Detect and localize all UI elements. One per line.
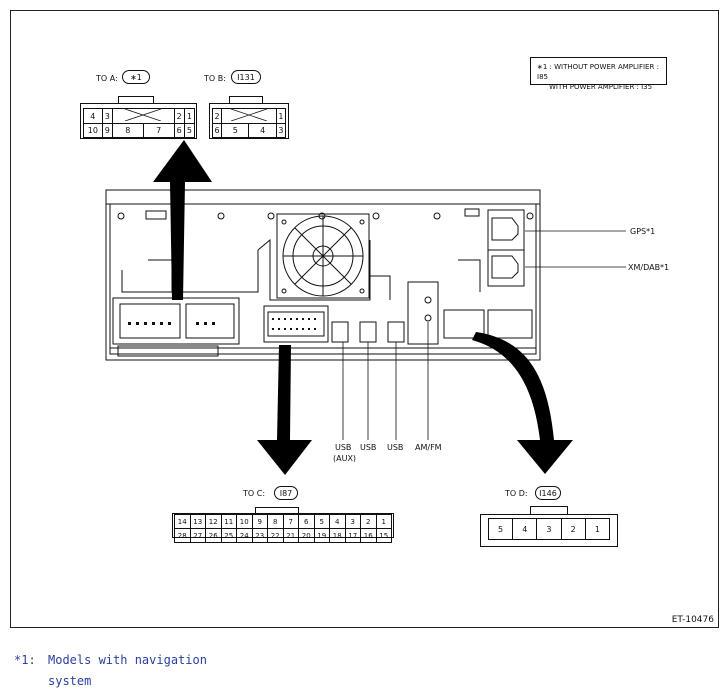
connector-d-body xyxy=(480,514,618,547)
connector-b-label: TO B: xyxy=(204,74,226,83)
amfm-label: AM/FM xyxy=(415,443,442,452)
connector-a-id: ∗1 xyxy=(122,70,150,84)
note-line-1: ∗1 : WITHOUT POWER AMPLIFIER : I85 xyxy=(537,63,659,81)
connector-a-b-housing xyxy=(112,297,240,345)
xm-dab-label: XM/DAB*1 xyxy=(628,263,670,272)
diagram-frame xyxy=(10,10,719,628)
pin: 26 xyxy=(205,528,222,543)
pin: 17 xyxy=(344,528,361,543)
pin: 3 xyxy=(344,514,361,529)
pin: 8 xyxy=(267,514,284,529)
pin: 11 xyxy=(220,514,237,529)
arrow-up-icon xyxy=(153,140,212,300)
gps-jack xyxy=(487,209,525,251)
screw-icon xyxy=(117,212,125,220)
figure-code: ET-10476 xyxy=(671,615,714,625)
pin: 14 xyxy=(174,514,191,529)
gps-label: GPS*1 xyxy=(630,227,656,236)
pin: 22 xyxy=(267,528,284,543)
connector-d-housing xyxy=(443,309,485,339)
pin: 1 xyxy=(584,518,611,540)
connector-a-pins: 4 3 2 1 10 9 8 7 6 5 xyxy=(83,108,196,138)
pin: 6 xyxy=(298,514,315,529)
usb-aux-sub-label: (AUX) xyxy=(333,454,357,463)
usb-2-label: USB xyxy=(360,443,377,452)
note-line-2: WITH POWER AMPLIFIER : I35 xyxy=(549,83,653,91)
pin: 5 xyxy=(313,514,330,529)
pin: 15 xyxy=(375,528,392,543)
pin: 25 xyxy=(220,528,237,543)
arrow-down-icon xyxy=(257,345,312,475)
blank-cross-icon xyxy=(125,108,162,122)
pin: 5 xyxy=(183,123,196,138)
xm-dab-jack xyxy=(487,249,525,287)
connector-a-label: TO A: xyxy=(96,74,118,83)
usb-aux-label: USB xyxy=(335,443,352,452)
screw-icon xyxy=(217,212,225,220)
pin: 3 xyxy=(275,123,287,138)
pin: 1 xyxy=(375,514,392,529)
pin: 2 xyxy=(560,518,586,540)
connector-b-pins: 2 1 6 5 4 3 xyxy=(211,108,287,138)
pin: 3 xyxy=(536,518,562,540)
pin: 27 xyxy=(189,528,206,543)
pin: 21 xyxy=(282,528,299,543)
usb-jack-3 xyxy=(387,321,405,343)
footnote-line-2: system xyxy=(48,674,92,688)
connector-a-body xyxy=(80,103,197,139)
connector-d-id: I146 xyxy=(535,486,561,500)
pin: 16 xyxy=(360,528,377,543)
pin: 23 xyxy=(251,528,268,543)
connector-c-pins: 14 13 12 11 10 9 8 7 6 5 4 3 2 1 28 27 2… xyxy=(174,514,392,543)
pin: 5 xyxy=(487,518,514,540)
arrow-curve-icon xyxy=(472,332,573,474)
connector-d-label: TO D: xyxy=(505,489,528,498)
connector-b-body xyxy=(209,103,289,139)
pin: 2 xyxy=(360,514,377,529)
pin: 18 xyxy=(329,528,346,543)
usb-jack-2 xyxy=(359,321,377,343)
pin: 9 xyxy=(101,123,113,138)
blank-cross-icon xyxy=(230,108,268,122)
pin: 13 xyxy=(189,514,206,529)
amfm-jack xyxy=(407,281,439,345)
pin: 12 xyxy=(205,514,222,529)
screw-icon xyxy=(433,212,441,220)
connector-c-housing xyxy=(263,305,329,343)
chassis-outline xyxy=(105,189,541,361)
pin: 7 xyxy=(282,514,299,529)
footnote: *1: Models with navigation system xyxy=(14,650,207,692)
pin: 19 xyxy=(313,528,330,543)
pin: 4 xyxy=(512,518,538,540)
usb-aux-jack xyxy=(331,321,349,343)
pin: 24 xyxy=(236,528,253,543)
pin: 10 xyxy=(236,514,253,529)
footnote-line-1: Models with navigation xyxy=(48,653,207,667)
connector-c-id: I87 xyxy=(274,486,298,500)
connector-b-id: I131 xyxy=(231,70,261,84)
connector-c-label: TO C: xyxy=(243,489,266,498)
pin: 4 xyxy=(248,123,277,138)
pin: 9 xyxy=(251,514,268,529)
fan-housing xyxy=(276,213,370,299)
screw-icon xyxy=(372,212,380,220)
pin: 20 xyxy=(298,528,315,543)
note-box: ∗1 : WITHOUT POWER AMPLIFIER : I85 WITH … xyxy=(530,57,667,91)
connector-d-pins: 5 4 3 2 1 xyxy=(487,518,611,540)
pin: 10 xyxy=(83,123,103,138)
screw-icon xyxy=(267,212,275,220)
usb-3-label: USB xyxy=(387,443,404,452)
screw-icon xyxy=(526,212,534,220)
pin: 4 xyxy=(329,514,346,529)
pin: 28 xyxy=(174,528,191,543)
footnote-mark: *1: xyxy=(14,653,36,667)
